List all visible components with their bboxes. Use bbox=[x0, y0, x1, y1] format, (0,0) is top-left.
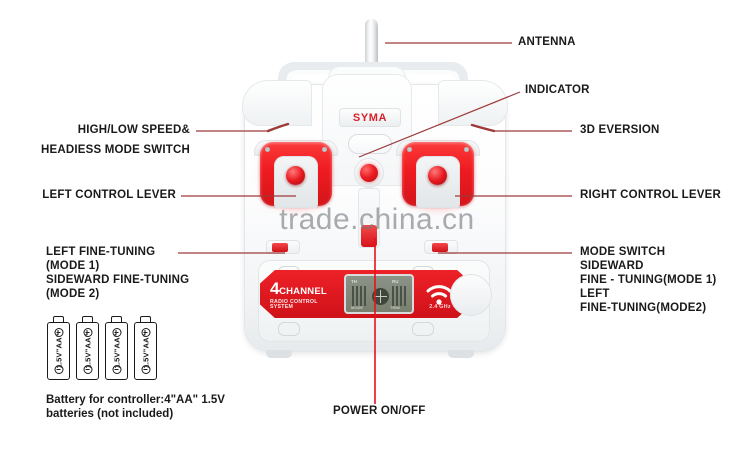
screw-icon bbox=[464, 147, 469, 152]
channel-badge: 4CHANNEL RADIO CONTROL SYSTEM bbox=[270, 280, 336, 310]
panel-clip bbox=[278, 322, 300, 336]
battery-cell-cap bbox=[111, 316, 122, 322]
right-foot bbox=[448, 350, 474, 358]
lcd-screen: TH RU MODE TRIM bbox=[344, 274, 414, 314]
lcd-right-bars bbox=[392, 286, 408, 306]
battery-plus-icon bbox=[141, 328, 150, 337]
label-antenna: ANTENNA bbox=[518, 36, 576, 48]
battery-caption: Battery for controller:4"AA" 1.5V batter… bbox=[46, 393, 286, 421]
battery-cell-label: 1.5V"AA" bbox=[112, 333, 121, 369]
label-left-fine-tuning-line4: (MODE 2) bbox=[46, 288, 100, 300]
label-mode-switch-line3: FINE - TUNING(MODE 1) bbox=[580, 274, 717, 286]
battery-cell: 1.5V"AA" bbox=[47, 322, 70, 380]
lcd-crosshair-icon bbox=[372, 288, 389, 305]
left-foot bbox=[266, 350, 292, 358]
power-switch[interactable] bbox=[361, 225, 377, 247]
label-high-low-speed-line1: HIGH/LOW SPEED& bbox=[77, 124, 190, 136]
battery-plus-icon bbox=[54, 328, 63, 337]
label-left-fine-tuning-line2: (MODE 1) bbox=[46, 260, 100, 272]
battery-minus-icon bbox=[141, 365, 150, 374]
label-mode-switch-line1: MODE SWITCH bbox=[580, 246, 666, 258]
label-left-fine-tuning-line1: LEFT FINE-TUNING bbox=[46, 246, 156, 258]
battery-minus-icon bbox=[54, 365, 63, 374]
right-lever-knob[interactable] bbox=[428, 166, 447, 185]
label-high-low-speed-line2: HEADIESS MODE SWITCH bbox=[40, 144, 190, 156]
label-right-control-lever: RIGHT CONTROL LEVER bbox=[580, 189, 721, 201]
left-control-lever[interactable] bbox=[254, 140, 338, 222]
right-control-lever[interactable] bbox=[396, 140, 480, 222]
battery-plus-icon bbox=[83, 328, 92, 337]
label-3d-eversion: 3D EVERSION bbox=[580, 124, 660, 136]
eversion-3d-button[interactable] bbox=[360, 164, 378, 182]
battery-plus-icon bbox=[112, 328, 121, 337]
channel-subtitle: RADIO CONTROL SYSTEM bbox=[270, 299, 318, 311]
right-trim-switch[interactable] bbox=[432, 243, 448, 252]
label-left-control-lever: LEFT CONTROL LEVER bbox=[42, 189, 176, 201]
side-dial[interactable] bbox=[450, 274, 492, 316]
label-mode-switch-line4: LEFT bbox=[580, 288, 610, 300]
label-left-fine-tuning-line3: SIDEWARD FINE-TUNING bbox=[46, 274, 190, 286]
label-indicator: INDICATOR bbox=[525, 84, 590, 96]
label-power-on-off: POWER ON/OFF bbox=[333, 405, 426, 417]
frequency-label: 2.4 GHz bbox=[429, 304, 451, 310]
label-mode-switch-line2: SIDEWARD bbox=[580, 260, 644, 272]
battery-caption-line1: Battery for controller:4"AA" 1.5V bbox=[46, 394, 225, 406]
screw-icon bbox=[265, 147, 270, 152]
left-lever-knob[interactable] bbox=[286, 166, 305, 185]
brand-logo-text: SYMA bbox=[352, 111, 388, 124]
indicator-light bbox=[348, 134, 392, 154]
battery-cell-label: 1.5V"AA" bbox=[141, 333, 150, 369]
battery-cell: 1.5V"AA" bbox=[76, 322, 99, 380]
battery-cell: 1.5V"AA" bbox=[134, 322, 157, 380]
channel-word: CHANNEL bbox=[279, 286, 327, 297]
lcd-left-bars bbox=[352, 286, 368, 306]
transmitter-illustration: SYMA bbox=[236, 19, 514, 372]
lcd-bottom-right-text: TRIM bbox=[390, 305, 400, 310]
battery-cell: 1.5V"AA" bbox=[105, 322, 128, 380]
lcd-top-right-text: RU bbox=[392, 279, 399, 284]
battery-cell-cap bbox=[82, 316, 93, 322]
left-shoulder bbox=[242, 80, 312, 126]
label-mode-switch-line5: FINE-TUNING(MODE2) bbox=[580, 302, 707, 314]
screw-icon bbox=[407, 147, 412, 152]
panel-clip bbox=[412, 322, 434, 336]
battery-cell-label: 1.5V"AA" bbox=[83, 333, 92, 369]
battery-minus-icon bbox=[83, 365, 92, 374]
left-trim-switch[interactable] bbox=[272, 243, 288, 252]
battery-cell-cap bbox=[140, 316, 151, 322]
screw-icon bbox=[322, 147, 327, 152]
battery-cell-label: 1.5V"AA" bbox=[54, 333, 63, 369]
channel-number: 4 bbox=[270, 279, 280, 298]
brand-logo-plate: SYMA bbox=[339, 108, 401, 127]
wifi-icon bbox=[426, 285, 452, 305]
right-shoulder bbox=[438, 80, 508, 126]
battery-group: 1.5V"AA" 1.5V"AA" 1.5V"AA" 1.5V"AA" bbox=[47, 316, 163, 380]
lcd-bottom-left-text: MODE bbox=[351, 305, 363, 310]
battery-caption-line2: batteries (not included) bbox=[46, 408, 174, 420]
battery-minus-icon bbox=[112, 365, 121, 374]
battery-cell-cap bbox=[53, 316, 64, 322]
lcd-top-left-text: TH bbox=[351, 279, 357, 284]
